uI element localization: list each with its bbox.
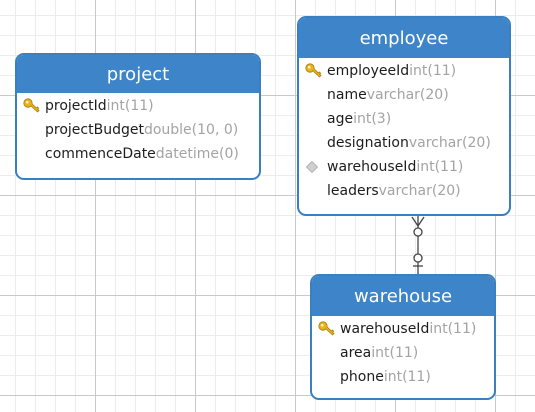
table-header[interactable]: employee xyxy=(299,18,509,58)
column-name: commenceDate xyxy=(45,146,156,162)
primary-key-icon xyxy=(305,59,327,83)
column-name: area xyxy=(340,345,372,361)
column-name: phone xyxy=(340,369,384,385)
column-type: int(3) xyxy=(353,111,392,127)
column-type: varchar(20) xyxy=(366,87,449,103)
optional-circle-icon xyxy=(413,253,423,263)
crows-foot-icon xyxy=(417,216,425,227)
column-name: designation xyxy=(327,135,409,151)
column-name: projectId xyxy=(45,98,107,114)
column-type: int(11) xyxy=(409,63,457,79)
foreign-key-diamond-icon xyxy=(305,155,327,179)
column-name: warehouseId xyxy=(340,321,430,337)
column-type: datetime(0) xyxy=(155,146,239,162)
column-name: employeeId xyxy=(327,63,410,79)
column-type: double(10, 0) xyxy=(143,122,239,138)
table-header[interactable]: project xyxy=(17,55,259,93)
column-name: warehouseId xyxy=(327,159,417,175)
optional-circle-icon xyxy=(413,227,423,237)
column-type: int(11) xyxy=(383,369,431,385)
crows-foot-icon xyxy=(411,216,419,227)
column-name: age xyxy=(327,111,354,127)
column-type: int(11) xyxy=(371,345,419,361)
column-type: varchar(20) xyxy=(408,135,491,151)
table-header[interactable]: warehouse xyxy=(312,276,494,316)
column-type: varchar(20) xyxy=(378,183,461,199)
primary-key-icon xyxy=(23,94,45,118)
column-name: projectBudget xyxy=(45,122,144,138)
primary-key-icon xyxy=(318,317,340,341)
column-name: name xyxy=(327,87,367,103)
column-type: int(11) xyxy=(429,321,477,337)
column-name: leaders xyxy=(327,183,379,199)
column-type: int(11) xyxy=(416,159,464,175)
column-type: int(11) xyxy=(106,98,154,114)
